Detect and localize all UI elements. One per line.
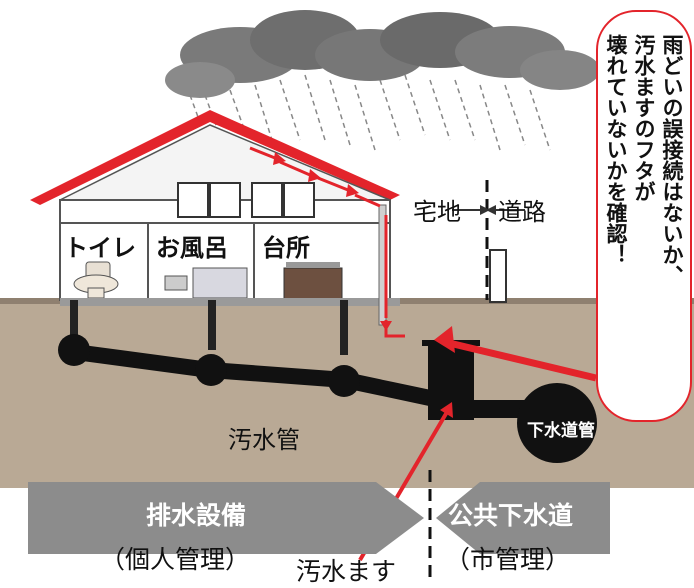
drainage-facility-label: 排水設備 — [146, 501, 247, 530]
room-label-bath: お風呂 — [156, 234, 228, 262]
house — [30, 110, 400, 306]
road-label: 道路 — [498, 198, 546, 226]
callout-line-3: 壊れていないかを確認！ — [604, 34, 628, 265]
sewer-main-label: 下水道管 — [527, 421, 595, 441]
callout-line-2: 汚水ますのフタが — [632, 34, 656, 202]
public-sewer-band — [436, 482, 610, 554]
sewage-pipe-label: 汚水管 — [228, 426, 300, 454]
residential-label: 宅地 — [413, 198, 461, 226]
sewage-pipes — [58, 300, 530, 418]
room-label-kitchen: 台所 — [262, 234, 310, 262]
private-management-label: （個人管理） — [100, 545, 251, 574]
callout-text: 雨どいの誤接続はないか、 汚水ますのフタが 壊れていないかを確認！ — [602, 34, 686, 286]
inspection-callout: 雨どいの誤接続はないか、 汚水ますのフタが 壊れていないかを確認！ — [596, 10, 692, 422]
public-sewer-label: 公共下水道 — [448, 501, 574, 530]
rainwater-arrowheads — [273, 152, 392, 331]
sewage-basin-label: 汚水ます — [296, 557, 397, 586]
drainage-facility-band — [28, 482, 424, 554]
room-label-toilet: トイレ — [64, 234, 136, 262]
rain-clouds — [165, 10, 600, 98]
callout-line-1: 雨どいの誤接続はないか、 — [660, 34, 684, 286]
city-management-label: （市管理） — [445, 545, 571, 574]
sewer-main-pipe — [517, 383, 597, 463]
rainwater-flow — [249, 146, 405, 338]
